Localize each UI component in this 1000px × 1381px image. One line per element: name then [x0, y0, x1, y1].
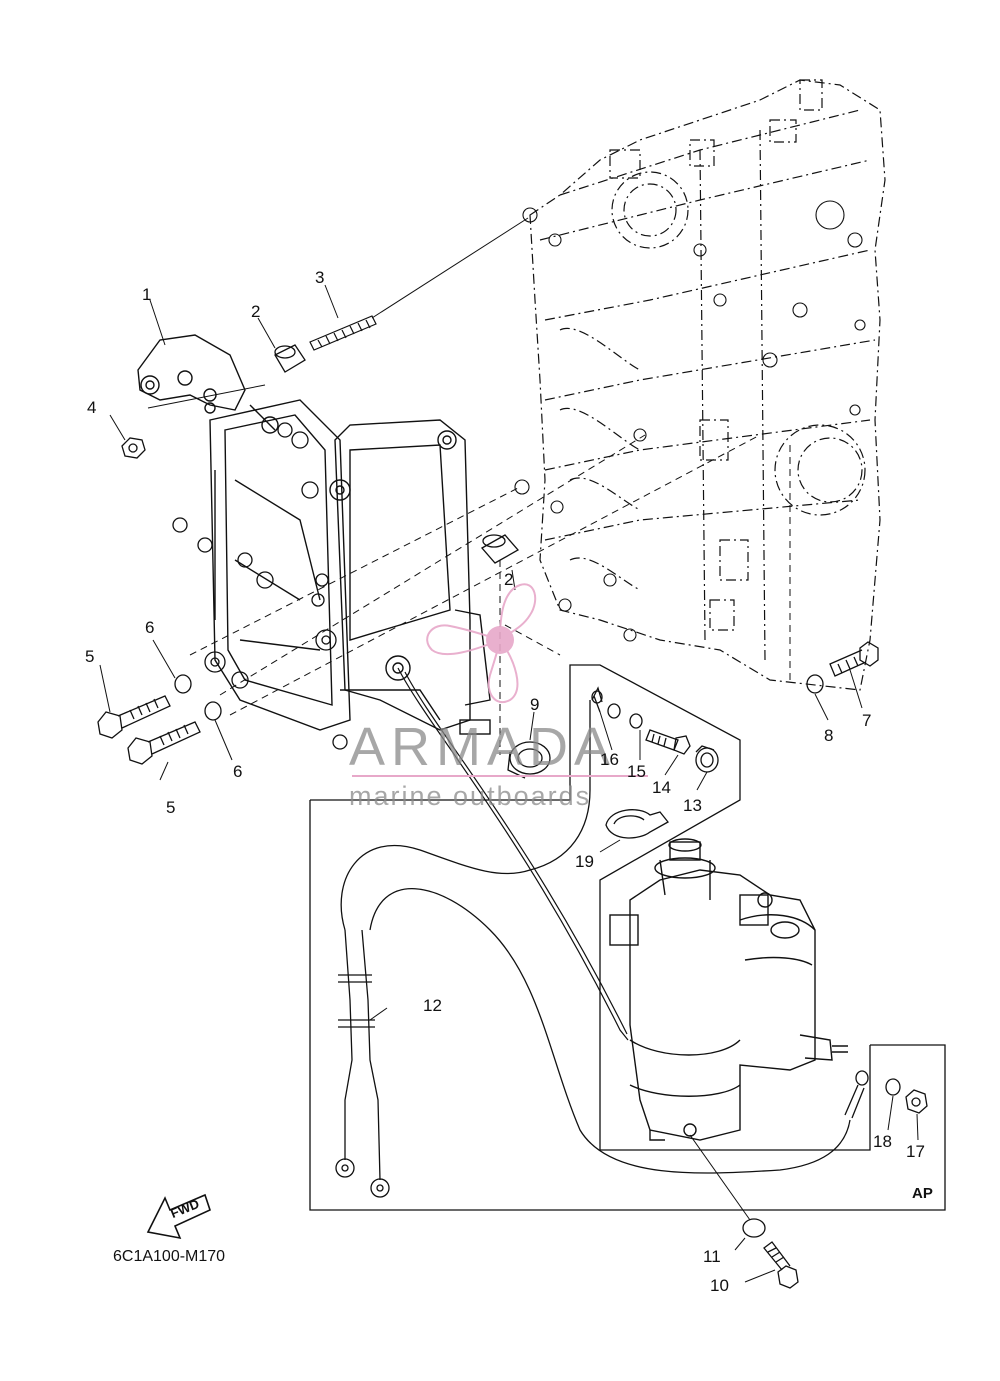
callout-1: 1	[142, 285, 152, 304]
washer-6-lower	[204, 701, 222, 721]
wiring-harness-12	[335, 686, 869, 1198]
callout-6-lower: 6	[233, 762, 243, 781]
callout-11: 11	[703, 1247, 721, 1266]
washer-11	[742, 1218, 766, 1238]
callout-12: 12	[423, 996, 442, 1015]
bolt-7	[829, 641, 879, 677]
stud-bolt-3	[309, 315, 377, 351]
callout-18: 18	[873, 1132, 892, 1151]
engine-block-holes	[514, 200, 866, 642]
callout-2-lower: 2	[504, 570, 514, 589]
bolt-10	[763, 1241, 799, 1289]
callout-5-upper: 5	[85, 647, 95, 666]
washer-8	[806, 674, 824, 694]
mounting-frame	[209, 399, 351, 731]
fwd-arrow-icon	[146, 1193, 211, 1240]
sub-assembly-boxes	[309, 664, 946, 1211]
callout-6-upper: 6	[145, 618, 155, 637]
frame-bosses	[172, 422, 348, 750]
engine-block-outline	[529, 79, 886, 691]
nut-17	[905, 1089, 928, 1114]
callout-2-upper: 2	[251, 302, 261, 321]
callout-7: 7	[862, 711, 872, 730]
callout-4: 4	[87, 398, 97, 417]
callout-3: 3	[315, 268, 325, 287]
clamp-19	[605, 809, 669, 839]
washer-16	[607, 703, 621, 719]
callout-17: 17	[906, 1142, 925, 1161]
lockwasher-15	[629, 713, 643, 729]
ap-label: AP	[912, 1185, 933, 1202]
spacer-2-upper	[274, 344, 306, 373]
electrical-housing	[329, 419, 491, 735]
bracket-part-1	[137, 334, 279, 434]
callout-19: 19	[575, 852, 594, 871]
spacer-2-lower	[480, 534, 520, 564]
callout-13: 13	[683, 796, 702, 815]
lead-wire	[397, 667, 629, 1041]
callout-15: 15	[627, 762, 646, 781]
washer-6-upper	[174, 674, 192, 694]
callout-5-lower: 5	[166, 798, 176, 817]
starter-motor	[609, 838, 848, 1141]
leader-lines	[99, 217, 919, 1283]
callout-14: 14	[652, 778, 671, 797]
lockwasher-18	[885, 1078, 901, 1096]
callout-10: 10	[710, 1276, 729, 1295]
bolt-5-lower	[127, 721, 201, 765]
watermark-subtitle: marine outboards	[349, 781, 592, 811]
diagram-code: 6C1A100-M170	[113, 1248, 226, 1265]
grommet-13	[695, 745, 719, 773]
bolt-5-upper	[97, 695, 171, 739]
callout-9: 9	[530, 695, 540, 714]
watermark-title: ARMADA	[349, 717, 617, 777]
armada-logo-icon	[426, 583, 537, 703]
callout-8: 8	[824, 726, 834, 745]
dashed-guide-lines	[189, 434, 791, 755]
bolt-14	[645, 729, 691, 755]
callout-16: 16	[600, 750, 619, 769]
nut-4	[121, 437, 146, 459]
